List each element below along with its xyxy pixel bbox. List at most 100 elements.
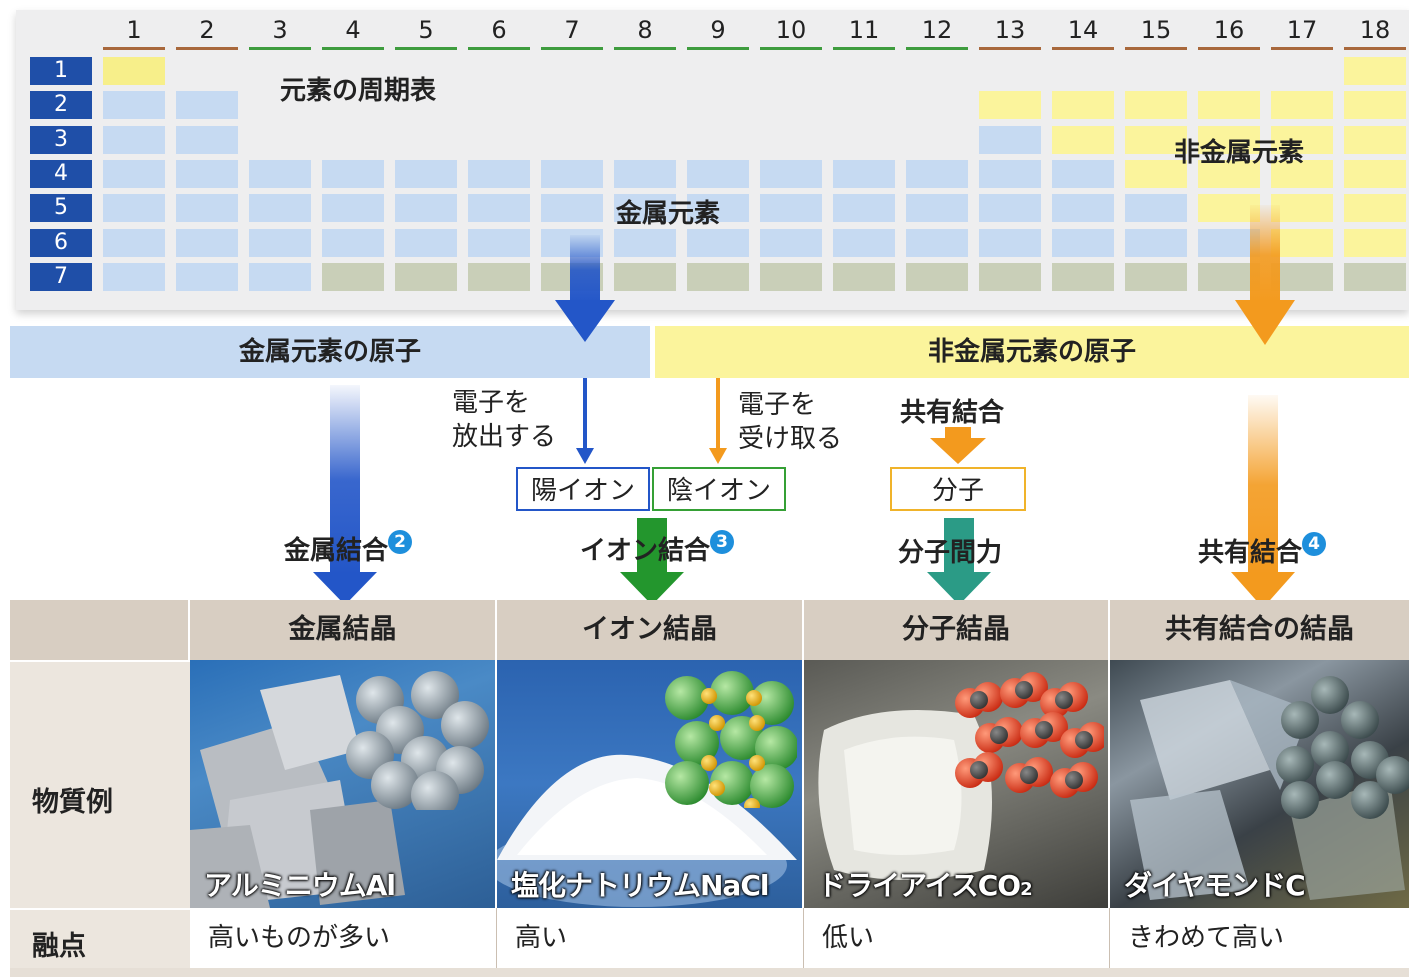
group-underline	[249, 47, 311, 50]
element-cell	[176, 194, 238, 223]
group-underline	[176, 47, 238, 50]
example-dry-ice: ドライアイスCO2	[818, 869, 1033, 902]
atom-sphere	[1311, 676, 1349, 714]
cation-box: 陽イオン	[516, 467, 650, 511]
element-cell	[322, 194, 384, 223]
atom-sphere	[1055, 691, 1073, 709]
group-number: 12	[921, 16, 953, 44]
group-underline	[614, 47, 676, 50]
example-nacl: 塩化ナトリウムNaCl	[511, 869, 769, 902]
element-cell	[979, 194, 1041, 223]
element-cell	[1344, 228, 1406, 257]
element-cell	[687, 159, 749, 188]
element-cell	[1344, 159, 1406, 188]
melting-covalent: きわめて高い	[1110, 908, 1409, 968]
atom-sphere	[1351, 781, 1389, 819]
group-underline	[979, 47, 1041, 50]
metal-elements-label: 金属元素	[616, 199, 721, 229]
element-cell	[760, 262, 822, 291]
element-cell	[906, 194, 968, 223]
group-underline	[906, 47, 968, 50]
element-cell	[103, 159, 165, 188]
atom-sphere	[970, 761, 988, 779]
element-cell	[103, 228, 165, 257]
element-cell	[614, 159, 676, 188]
element-cell	[1198, 159, 1260, 188]
group-number: 5	[418, 16, 434, 44]
element-cell	[1052, 194, 1114, 223]
element-cell	[906, 228, 968, 257]
nonmetal-down-arrow	[1235, 205, 1295, 345]
group-number: 16	[1213, 16, 1245, 44]
atom-sphere	[411, 671, 459, 719]
group-underline	[468, 47, 530, 50]
dry-ice-block-image	[818, 710, 992, 880]
period-number: 6	[30, 228, 92, 257]
period-number: 2	[30, 91, 92, 120]
element-cell	[541, 194, 603, 223]
group-number: 17	[1286, 16, 1318, 44]
atom-sphere	[1276, 746, 1314, 784]
element-cell	[760, 228, 822, 257]
molecular-lattice-model	[955, 672, 1104, 798]
covalent-bond-arrow	[1231, 395, 1295, 608]
to-anion-arrow	[709, 378, 727, 464]
element-cell	[1198, 228, 1260, 257]
group-underline	[760, 47, 822, 50]
element-cell	[1052, 125, 1114, 154]
periodic-table-title: 元素の周期表	[280, 76, 437, 106]
atom-sphere	[746, 690, 762, 706]
element-cell	[1271, 228, 1333, 257]
example-diamond: ダイヤモンドC	[1124, 869, 1306, 902]
col-ionic-crystal: イオン結晶	[497, 600, 804, 660]
metallic-bond-arrow	[313, 385, 377, 605]
atom-sphere	[750, 681, 794, 725]
atom-sphere	[1316, 761, 1354, 799]
element-cell	[176, 125, 238, 154]
atom-sphere	[371, 761, 419, 809]
element-cell	[1271, 159, 1333, 188]
element-cell	[1344, 262, 1406, 291]
element-cell	[322, 228, 384, 257]
badge-4: 4	[1302, 532, 1327, 556]
group-underline	[1344, 47, 1406, 50]
photo-dry-ice: ドライアイスCO2	[804, 660, 1110, 908]
element-cell	[906, 159, 968, 188]
element-cell	[1125, 228, 1187, 257]
element-cell	[103, 194, 165, 223]
element-cell	[1198, 125, 1260, 154]
element-cell	[103, 57, 165, 85]
atom-sphere	[1035, 721, 1053, 739]
to-cation-arrow	[576, 378, 594, 464]
element-cell	[1052, 159, 1114, 188]
accept-electrons-text: 電子を受け取る	[738, 390, 843, 454]
element-cell	[176, 262, 238, 291]
covalent-lattice-model	[1276, 676, 1409, 819]
element-cell	[1198, 91, 1260, 120]
melting-ionic: 高い	[497, 908, 804, 968]
atom-sphere	[675, 721, 719, 765]
element-cell	[1125, 159, 1187, 188]
group-number: 7	[564, 16, 580, 44]
metal-atom-band: 金属元素の原子	[10, 326, 650, 378]
element-cell	[1271, 194, 1333, 223]
atom-sphere	[744, 798, 760, 808]
element-cell	[249, 159, 311, 188]
element-cell	[979, 159, 1041, 188]
element-cell	[322, 159, 384, 188]
group-underline	[395, 47, 457, 50]
element-cell	[395, 194, 457, 223]
group-number: 11	[848, 16, 880, 44]
element-cell	[614, 262, 676, 291]
group-number: 18	[1359, 16, 1391, 44]
element-cell	[249, 262, 311, 291]
group-number: 1	[126, 16, 142, 44]
element-cell	[1344, 194, 1406, 223]
covalent-bond-top-label: 共有結合	[900, 398, 1005, 428]
intermolecular-arrow	[927, 518, 991, 605]
atom-sphere	[1075, 731, 1093, 749]
atom-sphere	[749, 715, 765, 731]
anion-box: 陰イオン	[652, 467, 786, 511]
group-number: 8	[637, 16, 653, 44]
